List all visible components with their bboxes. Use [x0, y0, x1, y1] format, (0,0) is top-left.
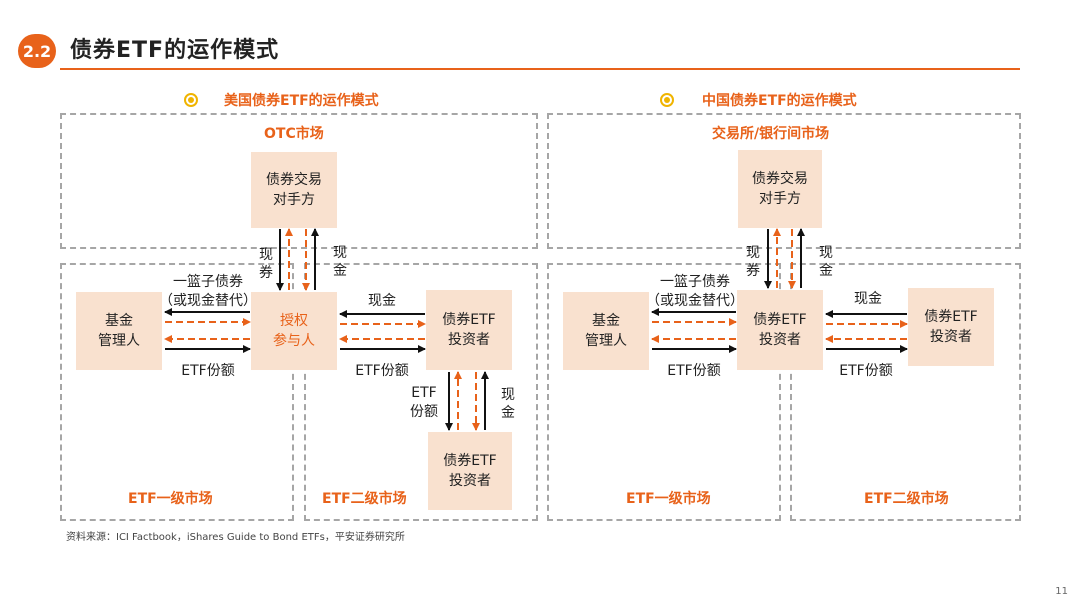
us-primary-market-region	[60, 263, 294, 521]
us-secondary-market-region	[304, 263, 538, 521]
us-etf-shares-label-left: ETF份额	[181, 363, 235, 379]
us-authorized-participant-node: 授权 参与人	[251, 292, 337, 370]
cn-primary-market-label: ETF一级市场	[626, 491, 711, 507]
cn-investor-right-node: 债券ETF 投资者	[908, 288, 994, 366]
cn-cash-label-mid: 现金	[854, 291, 882, 307]
us-counterparty-node: 债券交易 对手方	[251, 152, 337, 228]
cn-etf-shares-label-left: ETF份额	[667, 363, 721, 379]
page-number: 11	[1055, 586, 1068, 597]
cn-basket-label: 一篮子债券 （或现金替代）	[646, 274, 744, 309]
source-note: 资料来源：ICI Factbook，iShares Guide to Bond …	[66, 532, 405, 543]
cn-fund-manager-node: 基金 管理人	[563, 292, 649, 370]
us-fund-manager-node: 基金 管理人	[76, 292, 162, 370]
page-title: 债券ETF的运作模式	[70, 38, 280, 63]
us-cash-label-vertical-right: 现金	[501, 387, 515, 421]
cn-interbank-market-label: 交易所/银行间市场	[712, 126, 830, 142]
us-secondary-market-label: ETF二级市场	[322, 491, 407, 507]
cn-secondary-market-region	[790, 263, 1021, 521]
us-otc-market-label: OTC市场	[264, 126, 324, 142]
us-investor-secondary-node: 债券ETF 投资者	[428, 432, 512, 510]
cn-bonds-label-vertical: 现券	[746, 245, 760, 279]
us-otc-market-region	[60, 113, 538, 249]
us-bonds-label-vertical: 现券	[259, 247, 273, 281]
us-investor-node: 债券ETF 投资者	[426, 290, 512, 370]
cn-counterparty-node: 债券交易 对手方	[738, 150, 822, 228]
bullet-icon	[184, 93, 198, 107]
us-etf-shares-label-vertical: ETF 份额	[410, 385, 438, 420]
bullet-icon	[660, 93, 674, 107]
cn-etf-shares-label-mid: ETF份额	[839, 363, 893, 379]
cn-secondary-market-label: ETF二级市场	[864, 491, 949, 507]
section-number-badge: 2.2	[18, 34, 56, 68]
cn-interbank-market-region	[547, 113, 1021, 249]
title-divider	[60, 68, 1020, 70]
us-cash-label-vertical: 现金	[333, 245, 347, 279]
us-primary-market-label: ETF一级市场	[128, 491, 213, 507]
us-diagram-title: 美国债券ETF的运作模式	[224, 93, 379, 109]
cn-investor-mid-node: 债券ETF 投资者	[737, 290, 823, 370]
cn-cash-label-vertical: 现金	[819, 245, 833, 279]
us-etf-shares-label-mid: ETF份额	[355, 363, 409, 379]
us-cash-label-mid: 现金	[368, 293, 396, 309]
us-basket-label: 一篮子债券 （或现金替代）	[159, 274, 257, 309]
cn-primary-market-region	[547, 263, 781, 521]
cn-diagram-title: 中国债券ETF的运作模式	[702, 93, 857, 109]
